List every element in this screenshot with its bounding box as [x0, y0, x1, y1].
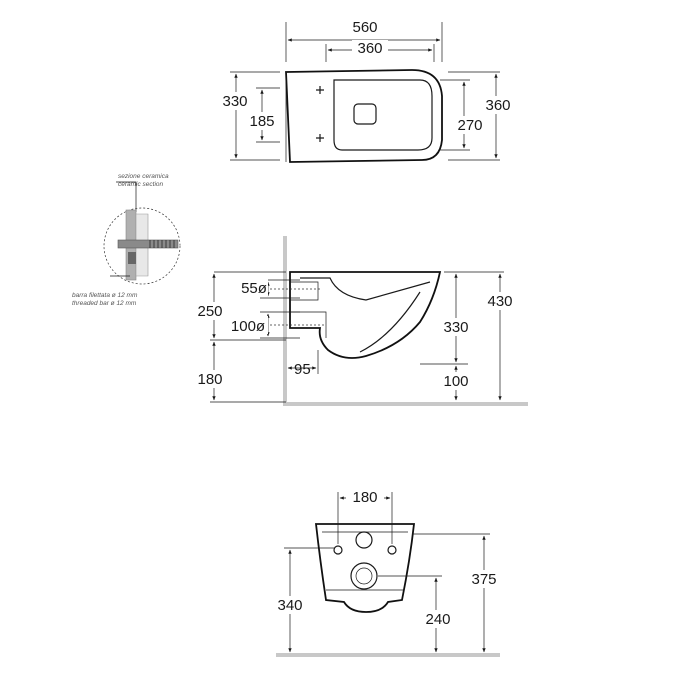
dim-360-top: 360 — [357, 40, 382, 57]
dim-560: 560 — [352, 19, 377, 36]
top-view-bowl — [333, 79, 433, 151]
top-view: 560 360 330 185 360 270 — [218, 18, 516, 163]
dim-95: 95 — [294, 361, 311, 378]
ceramic-section-detail: sezione ceramica ceramic section barra f… — [72, 173, 181, 307]
dim-270: 270 — [457, 117, 482, 134]
dim-250: 250 — [197, 303, 222, 320]
top-view-outline — [285, 69, 443, 163]
dim-inlet: 55ø — [241, 280, 267, 297]
bar-label-en: threaded bar ø 12 mm — [72, 300, 137, 307]
dim-330-side: 330 — [443, 319, 468, 336]
dim-180-rear: 180 — [352, 489, 377, 506]
dim-185: 185 — [249, 113, 274, 130]
side-view-body — [289, 271, 442, 359]
dim-375: 375 — [471, 571, 496, 588]
dim-430: 430 — [487, 293, 512, 310]
side-view: 55ø 100ø 250 180 95 430 330 — [194, 236, 528, 406]
fixing-holes — [316, 86, 324, 142]
dim-330-top: 330 — [222, 93, 247, 110]
section-label-en: ceramic section — [118, 181, 164, 188]
section-label-it: sezione ceramica — [118, 173, 169, 180]
dim-180: 180 — [197, 371, 222, 388]
rear-view: 180 340 375 240 — [272, 488, 502, 657]
dim-100: 100 — [443, 373, 468, 390]
rear-view-body — [314, 523, 416, 613]
bar-label-it: barra filettata ø 12 mm — [72, 292, 138, 299]
top-view-drain — [353, 103, 377, 125]
dim-340: 340 — [277, 597, 302, 614]
dim-outlet: 100ø — [231, 318, 265, 335]
dim-240: 240 — [425, 611, 450, 628]
dim-360-right: 360 — [485, 97, 510, 114]
